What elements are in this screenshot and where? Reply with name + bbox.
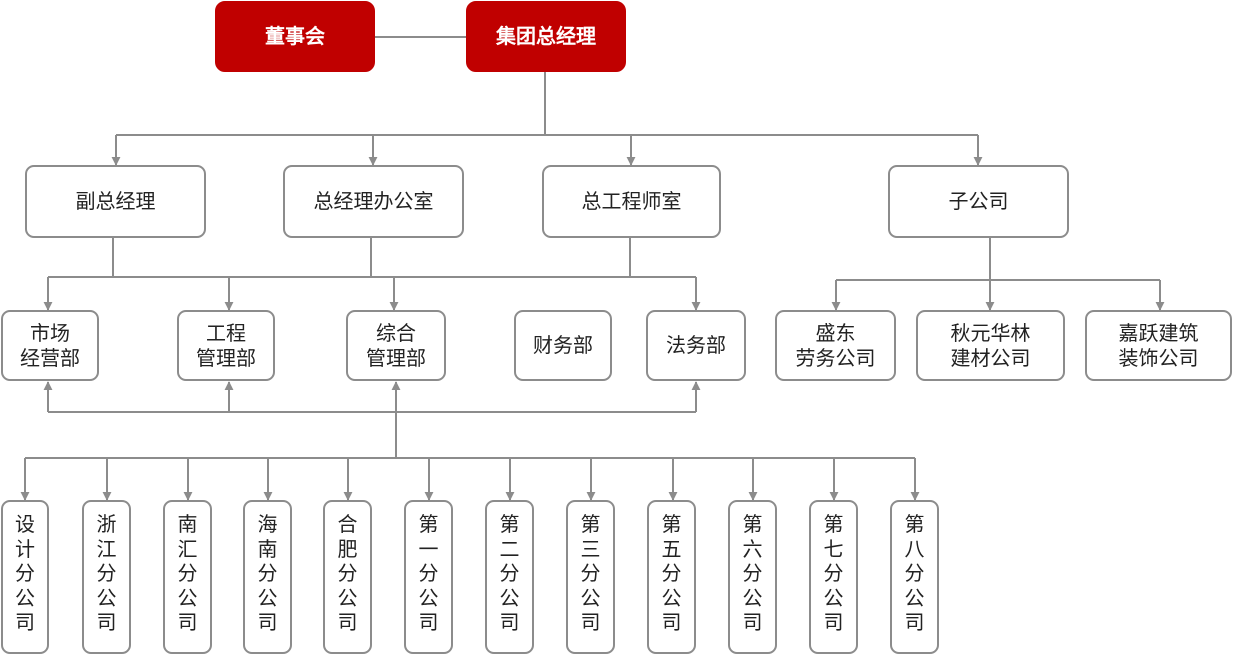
chief-engineer-node[interactable]: 总工程师室 xyxy=(542,165,721,238)
branch-node-first[interactable]: 第 一 分 公 司 xyxy=(404,500,453,654)
branch-node-nanhui[interactable]: 南 汇 分 公 司 xyxy=(163,500,212,654)
branch-node-third[interactable]: 第 三 分 公 司 xyxy=(566,500,615,654)
vice-gm-node[interactable]: 副总经理 xyxy=(25,165,206,238)
branch-node-hefei[interactable]: 合 肥 分 公 司 xyxy=(323,500,372,654)
qiuyuan-company-label: 秋元华林 建材公司 xyxy=(950,320,1031,370)
finance-dept-node[interactable]: 财务部 xyxy=(514,310,612,381)
branch-label: 设 计 分 公 司 xyxy=(15,512,35,634)
chief-engineer-label: 总工程师室 xyxy=(581,189,682,213)
branch-label: 第 三 分 公 司 xyxy=(580,512,601,634)
branch-node-fifth[interactable]: 第 五 分 公 司 xyxy=(647,500,696,654)
engineering-dept-node[interactable]: 工程 管理部 xyxy=(177,310,275,381)
subsidiaries-label: 子公司 xyxy=(948,189,1009,213)
branch-node-second[interactable]: 第 二 分 公 司 xyxy=(485,500,534,654)
branch-label: 第 二 分 公 司 xyxy=(499,512,520,634)
board-label: 董事会 xyxy=(265,24,325,48)
branch-node-sixth[interactable]: 第 六 分 公 司 xyxy=(728,500,777,654)
subsidiaries-node[interactable]: 子公司 xyxy=(888,165,1069,238)
legal-dept-label: 法务部 xyxy=(666,333,726,357)
branch-label: 海 南 分 公 司 xyxy=(257,512,278,634)
market-dept-label: 市场 经营部 xyxy=(20,320,80,370)
jiayue-company-node[interactable]: 嘉跃建筑 装饰公司 xyxy=(1085,310,1232,381)
shengdong-company-label: 盛东 劳务公司 xyxy=(795,320,876,370)
branch-node-zhejiang[interactable]: 浙 江 分 公 司 xyxy=(82,500,131,654)
shengdong-company-node[interactable]: 盛东 劳务公司 xyxy=(775,310,896,381)
gm-node[interactable]: 集团总经理 xyxy=(466,1,626,72)
legal-dept-node[interactable]: 法务部 xyxy=(646,310,746,381)
branch-label: 南 汇 分 公 司 xyxy=(177,512,198,634)
vice-gm-label: 副总经理 xyxy=(75,189,156,213)
branch-label: 第 八 分 公 司 xyxy=(904,512,925,634)
market-dept-node[interactable]: 市场 经营部 xyxy=(1,310,99,381)
branch-node-hainan[interactable]: 海 南 分 公 司 xyxy=(243,500,292,654)
gm-office-node[interactable]: 总经理办公室 xyxy=(283,165,464,238)
engineering-dept-label: 工程 管理部 xyxy=(196,320,256,370)
branch-node-design[interactable]: 设 计 分 公 司 xyxy=(1,500,49,654)
branch-label: 浙 江 分 公 司 xyxy=(96,512,117,634)
jiayue-company-label: 嘉跃建筑 装饰公司 xyxy=(1118,320,1199,370)
general-dept-label: 综合 管理部 xyxy=(366,320,426,370)
gm-office-label: 总经理办公室 xyxy=(313,189,434,213)
general-dept-node[interactable]: 综合 管理部 xyxy=(346,310,446,381)
branch-label: 第 七 分 公 司 xyxy=(823,512,844,634)
board-node[interactable]: 董事会 xyxy=(215,1,375,72)
finance-dept-label: 财务部 xyxy=(533,333,593,357)
branch-node-eighth[interactable]: 第 八 分 公 司 xyxy=(890,500,939,654)
branch-label: 第 六 分 公 司 xyxy=(742,512,763,634)
branch-label: 合 肥 分 公 司 xyxy=(337,512,358,634)
gm-label: 集团总经理 xyxy=(496,24,596,48)
branch-node-seventh[interactable]: 第 七 分 公 司 xyxy=(809,500,858,654)
qiuyuan-company-node[interactable]: 秋元华林 建材公司 xyxy=(916,310,1065,381)
branch-label: 第 一 分 公 司 xyxy=(418,512,439,634)
branch-label: 第 五 分 公 司 xyxy=(661,512,682,634)
